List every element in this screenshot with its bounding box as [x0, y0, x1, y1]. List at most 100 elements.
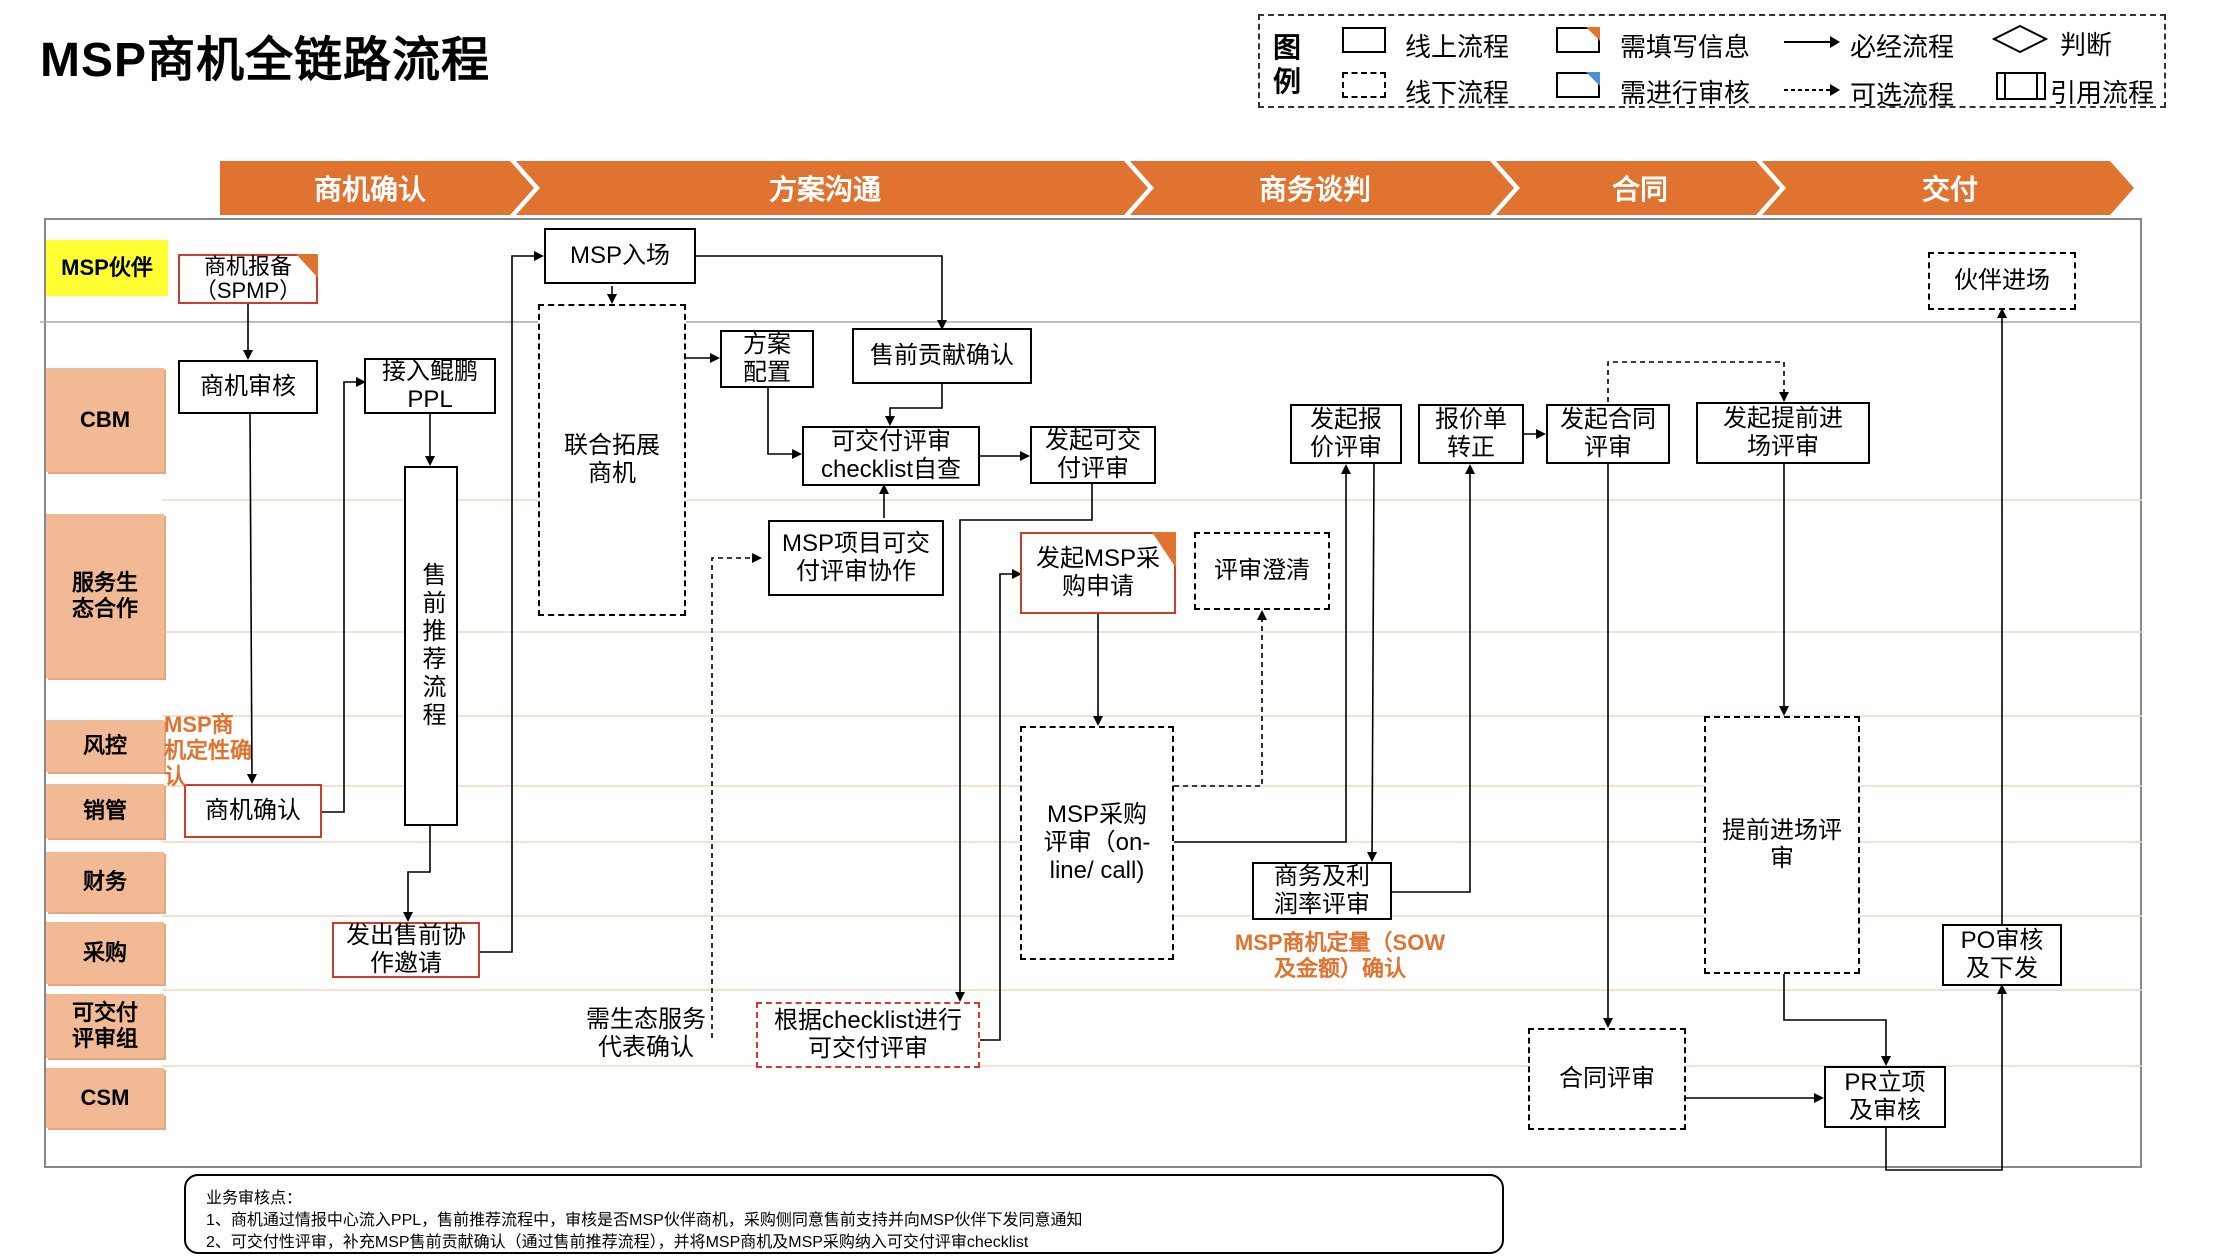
legend-heading-1: 图	[1273, 32, 1302, 63]
page-title: MSP商机全链路流程	[40, 34, 491, 87]
legend-review-swatch	[1556, 72, 1600, 98]
arrow-review-to-clarify	[1174, 610, 1267, 787]
fill-tag-icon	[296, 254, 318, 278]
arrow-bychecklist-to-purchase	[978, 569, 1022, 1041]
arrow-review-to-confirm	[246, 413, 257, 784]
lane-sales-mgmt: 销管	[46, 784, 164, 838]
node-solution-config[interactable]: 方案配置	[720, 330, 814, 388]
footer-line-1: 1、商机通过情报中心流入PPL，售前推荐流程中，审核是否MSP伙伴商机，采购侧同…	[206, 1212, 1083, 1229]
legend-reference-label: 引用流程	[2050, 78, 2155, 108]
review-points-footer: 业务审核点： 1、商机通过情报中心流入PPL，售前推荐流程中，审核是否MSP伙伴…	[184, 1174, 1504, 1254]
legend-heading-2: 例	[1273, 66, 1302, 97]
decision-diamond-icon	[1992, 24, 2048, 54]
arrow-confirm-to-ppl	[322, 377, 366, 813]
optional-arrow-icon	[1784, 84, 1840, 96]
risk-qualitative-note: MSP商机定性确认	[164, 712, 253, 789]
fill-tag-icon	[1586, 27, 1600, 41]
legend-required-label: 必经流程	[1850, 32, 1955, 62]
lane-delivery-review: 可交付评审组	[46, 994, 164, 1058]
lane-finance: 财务	[46, 852, 164, 912]
node-start-delivery-review[interactable]: 发起可交付评审	[1030, 426, 1156, 484]
node-msp-collab-review[interactable]: MSP项目可交付评审协作	[768, 520, 944, 596]
legend-decision-label: 判断	[2060, 30, 2113, 60]
legend-online-label: 线上流程	[1405, 32, 1510, 62]
arrow-start-to-bychecklist	[955, 484, 1093, 1002]
footer-heading: 业务审核点：	[206, 1190, 303, 1207]
lane-purchasing: 采购	[46, 922, 164, 984]
sow-quantitative-note: MSP商机定量（SOW及金额）确认	[1234, 930, 1446, 981]
swimlane-frame	[44, 218, 2142, 1168]
legend-offline-label: 线下流程	[1405, 78, 1510, 108]
arrow-solution-to-checklist	[767, 388, 802, 459]
node-access-ppl[interactable]: 接入鲲鹏PPL	[364, 358, 496, 414]
arrow-profit-to-convert	[1392, 464, 1475, 893]
arrow-pr-to-po	[1885, 984, 2007, 1171]
arrow-review-to-quote	[1174, 464, 1351, 843]
node-presale-invite[interactable]: 发出售前协作邀请	[332, 922, 480, 978]
node-start-quote-review[interactable]: 发起报价评审	[1290, 404, 1402, 464]
node-checklist-selfcheck[interactable]: 可交付评审checklist自查	[802, 426, 980, 486]
phase-chevron-3	[1130, 161, 1514, 215]
node-opportunity-report-label: 商机报备（SPMP）	[194, 254, 302, 303]
node-opportunity-confirm[interactable]: 商机确认	[184, 784, 322, 838]
lane-cbm: CBM	[46, 368, 164, 472]
node-advance-review[interactable]: 提前进场评审	[1704, 716, 1860, 974]
phase-label-4: 合同	[1611, 174, 1668, 205]
arrow-advreview-to-pr	[1783, 974, 1891, 1066]
legend	[1258, 14, 2166, 108]
phase-label-5: 交付	[1921, 174, 1978, 205]
arrow-quote-to-profit	[1367, 463, 1378, 862]
node-po-review[interactable]: PO审核及下发	[1942, 924, 2062, 986]
arrow-enter-to-contrib	[696, 255, 947, 330]
node-presale-flow[interactable]: 售前推荐流程	[404, 466, 458, 826]
phase-label-2: 方案沟通	[768, 174, 881, 205]
node-msp-purchase-request[interactable]: 发起MSP采购申请	[1020, 532, 1176, 614]
phase-chevron-4	[1496, 161, 1780, 215]
arrow-contrib-to-checklist	[885, 384, 943, 426]
node-msp-enter[interactable]: MSP入场	[544, 228, 696, 284]
phase-label-1: 商机确认	[313, 174, 426, 205]
node-start-advance-review[interactable]: 发起提前进场评审	[1696, 402, 1870, 464]
phase-chevron-2	[516, 161, 1148, 215]
node-checklist-review[interactable]: 根据checklist进行可交付评审	[756, 1002, 980, 1068]
phase-chevron-1	[220, 161, 534, 215]
arrow-invite-to-enter	[480, 251, 544, 953]
legend-optional-label: 可选流程	[1850, 80, 1955, 110]
lane-csm: CSM	[46, 1068, 164, 1128]
node-presale-contrib[interactable]: 售前贡献确认	[852, 328, 1032, 384]
node-msp-purchase-request-label: 发起MSP采购申请	[1036, 545, 1161, 600]
phase-chevrons	[220, 161, 2134, 215]
legend-review-label: 需进行审核	[1620, 78, 1751, 108]
arrow-eco-to-collab	[711, 553, 762, 1038]
required-arrow-icon	[1784, 36, 1840, 48]
node-partner-enter[interactable]: 伙伴进场	[1928, 252, 2076, 310]
phase-chevron-5	[1762, 161, 2134, 215]
node-msp-purchase-review[interactable]: MSP采购评审（on-line/ call)	[1020, 726, 1174, 960]
node-contract-review[interactable]: 合同评审	[1528, 1028, 1686, 1130]
legend-online-swatch	[1342, 27, 1386, 53]
node-quote-convert[interactable]: 报价单转正	[1418, 404, 1524, 464]
node-joint-expand[interactable]: 联合拓展商机	[538, 304, 686, 616]
lane-risk: 风控	[46, 720, 164, 772]
node-business-profit-review[interactable]: 商务及利润率评审	[1252, 862, 1392, 920]
arrow-contract-to-advance	[1607, 361, 1789, 402]
review-tag-icon	[1586, 72, 1600, 86]
node-opportunity-review[interactable]: 商机审核	[178, 360, 318, 414]
node-presale-flow-label: 售前推荐流程	[418, 562, 445, 730]
node-review-clarify[interactable]: 评审澄清	[1194, 532, 1330, 610]
lane-msp-partner: MSP伙伴	[46, 240, 168, 296]
node-opportunity-report[interactable]: 商机报备（SPMP）	[178, 254, 318, 304]
lane-eco-service: 服务生态合作	[46, 514, 164, 678]
legend-fill-label: 需填写信息	[1620, 32, 1751, 62]
node-pr-approval[interactable]: PR立项及审核	[1824, 1066, 1946, 1128]
eco-confirm-note: 需生态服务代表确认	[586, 1006, 706, 1061]
legend-fill-swatch	[1556, 27, 1600, 53]
arrow-flow-to-invite	[403, 826, 431, 922]
legend-reference-swatch	[1996, 72, 2046, 100]
footer-line-2: 2、可交付性评审，补充MSP售前贡献确认（通过售前推荐流程），并将MSP商机及M…	[206, 1234, 1029, 1251]
node-start-contract-review[interactable]: 发起合同评审	[1546, 404, 1670, 464]
legend-offline-swatch	[1342, 72, 1386, 98]
fill-tag-icon	[1152, 532, 1176, 568]
phase-label-3: 商务谈判	[1258, 174, 1371, 205]
